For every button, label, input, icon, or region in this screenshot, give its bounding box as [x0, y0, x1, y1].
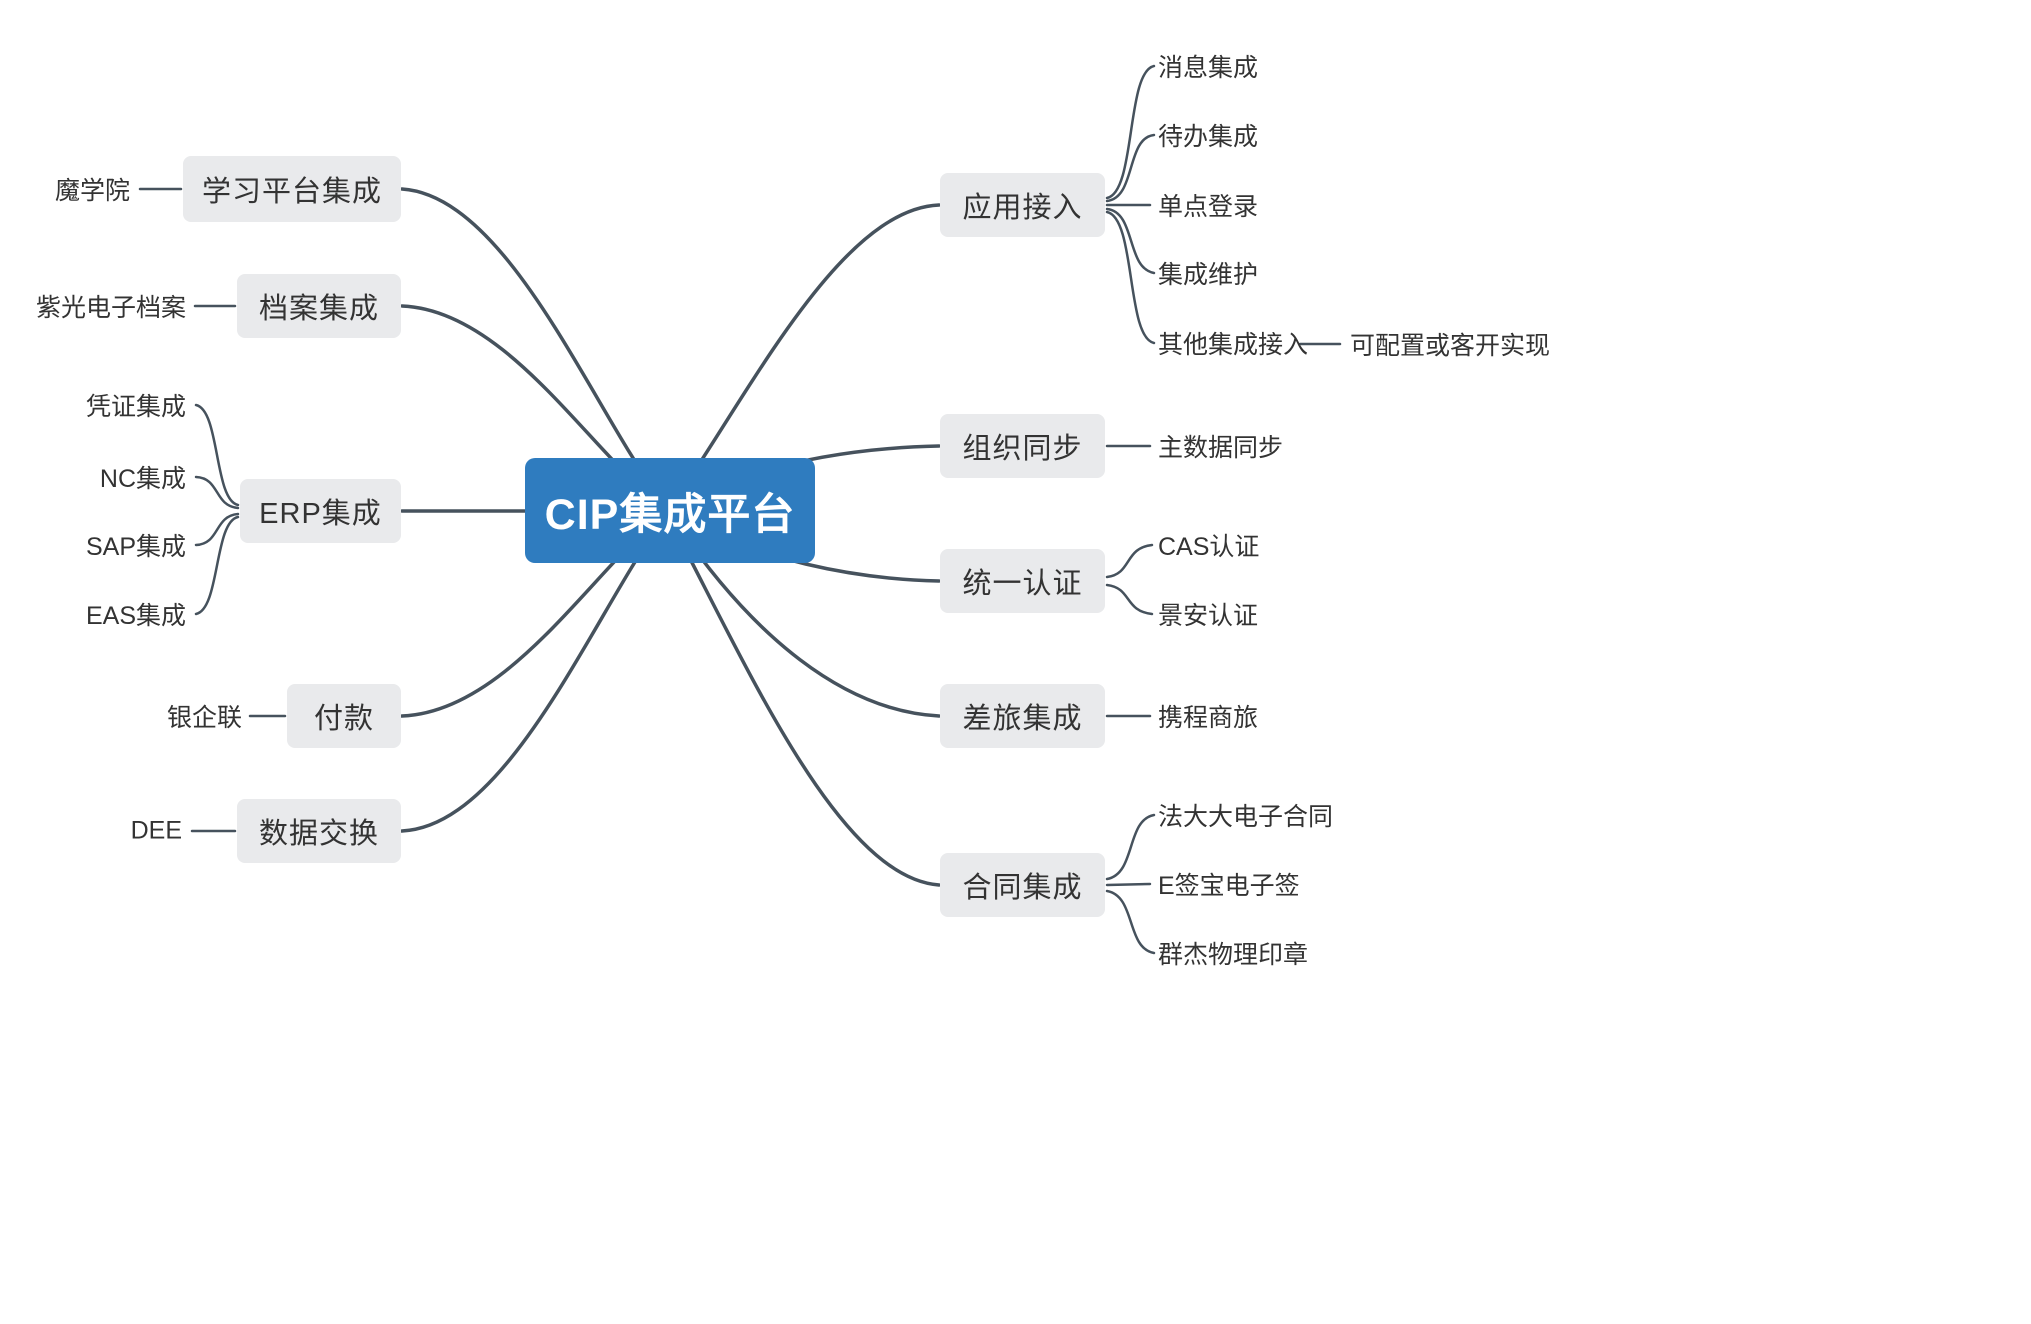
leaf-fadada-e-contract[interactable]: 法大大电子合同: [1158, 803, 1334, 831]
leaf-cas-auth[interactable]: CAS认证: [1158, 533, 1260, 561]
node-cip-integration-platform[interactable]: CIP集成平台: [525, 458, 815, 563]
leaf-unis-e-archive[interactable]: 紫光电子档案: [35, 294, 186, 322]
leaf-esign-e-signature[interactable]: E签宝电子签: [1158, 872, 1300, 900]
node-archive-integration[interactable]: 档案集成: [237, 274, 401, 338]
node-unified-auth[interactable]: 统一认证: [940, 549, 1105, 613]
node-contract-integration[interactable]: 合同集成: [940, 853, 1105, 917]
leaf-bank-enterprise-link[interactable]: 银企联: [166, 704, 242, 732]
leaf-todo-integration[interactable]: 待办集成: [1158, 123, 1259, 151]
leaf-jingan-auth[interactable]: 景安认证: [1158, 602, 1259, 630]
node-org-sync[interactable]: 组织同步: [940, 414, 1105, 478]
leaf-eas-integration[interactable]: EAS集成: [85, 602, 186, 630]
leaf-integration-maintenance[interactable]: 集成维护: [1158, 261, 1259, 289]
leaf-sap-integration[interactable]: SAP集成: [85, 533, 186, 561]
node-app-access[interactable]: 应用接入: [940, 173, 1105, 237]
leaf-mo-academy[interactable]: 魔学院: [54, 177, 130, 205]
leaf-message-integration[interactable]: 消息集成: [1158, 54, 1259, 82]
leaf-sso[interactable]: 单点登录: [1158, 193, 1259, 221]
node-travel-integration[interactable]: 差旅集成: [940, 684, 1105, 748]
leaf-configurable-or-custom-note[interactable]: 可配置或客开实现: [1350, 332, 1551, 360]
leaf-dee[interactable]: DEE: [130, 816, 182, 845]
node-payment[interactable]: 付款: [287, 684, 401, 748]
leaf-qunjie-physical-seal[interactable]: 群杰物理印章: [1158, 941, 1309, 969]
leaf-voucher-integration[interactable]: 凭证集成: [85, 393, 186, 421]
node-erp-integration[interactable]: ERP集成: [240, 479, 401, 543]
leaf-ctrip-business-travel[interactable]: 携程商旅: [1158, 704, 1259, 732]
leaf-nc-integration[interactable]: NC集成: [99, 465, 186, 493]
node-learning-platform-integration[interactable]: 学习平台集成: [183, 156, 401, 222]
leaf-other-integration-access[interactable]: 其他集成接入: [1158, 331, 1309, 359]
leaf-master-data-sync[interactable]: 主数据同步: [1158, 434, 1284, 462]
node-data-exchange[interactable]: 数据交换: [237, 799, 401, 863]
